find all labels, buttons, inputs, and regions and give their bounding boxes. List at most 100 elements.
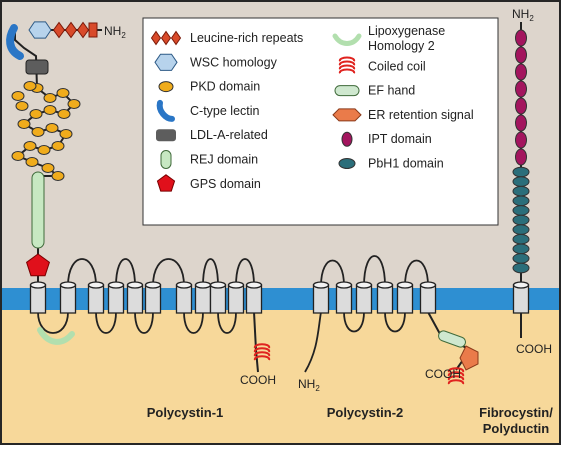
polycystin2-transmembrane-helix [419, 284, 437, 314]
polycystin2-coiled-coil [447, 367, 465, 385]
polycystin2-transmembrane-helix-top [355, 281, 373, 289]
polycystin1-transmembrane-helix [59, 284, 77, 314]
labels: NH2 NH2 NH2 COOH COOH COOH Polycystin-1 … [104, 7, 553, 436]
pbh1-domain [512, 166, 530, 178]
legend-box [142, 17, 499, 226]
c-type-lectin-domain [6, 24, 24, 60]
ef-hand-icon [334, 85, 360, 97]
pbh1-domain [512, 214, 530, 226]
pkd-domain [29, 109, 43, 119]
pbh1-domain [512, 195, 530, 207]
leucine-rich-repeat-cap [88, 22, 98, 38]
legend-label: Lipoxygenase [368, 24, 445, 38]
legend-label: LDL-A-related [190, 128, 268, 142]
ldl-a-related-domain [25, 59, 49, 75]
pkd-domain [67, 99, 81, 109]
polycystin1-transmembrane-helix [209, 284, 227, 314]
ipt-domain [515, 148, 527, 166]
leucine-rich-repeats-icon [170, 30, 182, 46]
polycystin2-transmembrane-helix-top [419, 281, 437, 289]
polycystin1-transmembrane-helix [107, 284, 125, 314]
pkd-domain [45, 123, 59, 133]
intracellular-background [0, 290, 561, 445]
wsc-homology-domain [28, 21, 52, 39]
polycystin1-transmembrane-helix [87, 284, 105, 314]
fibrocystin-transmembrane-helix [512, 284, 530, 314]
ipt-domain [515, 63, 527, 81]
pkd-domain [23, 81, 37, 91]
polycystin1-transmembrane-helix-top [209, 281, 227, 289]
legend-label: Coiled coil [368, 59, 426, 73]
pbh1-domain [512, 262, 530, 274]
cooh-label-polycystin2: COOH [425, 367, 461, 381]
polycystin1-transmembrane-helix [126, 284, 144, 314]
pbh1-domain-icon [338, 158, 356, 169]
legend-label: IPT domain [368, 132, 432, 146]
fibrocystin-transmembrane-helix-top [512, 281, 530, 289]
pkd-domain [25, 157, 39, 167]
ipt-domain [515, 29, 527, 47]
gps-domain-icon [156, 174, 176, 192]
polycystin1-transmembrane-helix-top [87, 281, 105, 289]
pkd-domain-icon [158, 81, 174, 93]
pkd-domain [56, 88, 70, 98]
polycystin1-transmembrane-helix [175, 284, 193, 314]
leucine-rich-repeats-icon [160, 30, 172, 46]
pbh1-domain [512, 205, 530, 216]
polycystin1-transmembrane-helix [144, 284, 162, 314]
pkd-domain [51, 141, 65, 151]
wsc-homology-icon [154, 53, 178, 71]
ipt-domain [515, 46, 527, 64]
polycystin2-transmembrane-helix [396, 284, 414, 314]
legend-label: GPS domain [190, 177, 261, 191]
protein-domains [6, 21, 530, 385]
leucine-rich-repeat [64, 21, 78, 39]
pkd-domain [37, 145, 51, 155]
pbh1-domain [512, 185, 530, 197]
polycystin2-transmembrane-helix-top [376, 281, 394, 289]
cooh-label-polycystin1: COOH [240, 373, 276, 387]
legend-label: C-type lectin [190, 104, 260, 118]
polycystin1-transmembrane-helix-top [29, 281, 47, 289]
polycystin1-transmembrane-helix-top [245, 281, 263, 289]
legend-label: PbH1 domain [368, 157, 444, 171]
nh2-label-polycystin1: NH2 [104, 24, 126, 40]
ipt-domain [515, 97, 527, 115]
polycystin1-transmembrane-helix-top [175, 281, 193, 289]
polycystin2-transmembrane-helix-top [396, 281, 414, 289]
polycystin1-transmembrane-helix [29, 284, 47, 314]
legend-label: EF hand [368, 84, 415, 98]
nh2-label-fibrocystin: NH2 [512, 7, 534, 23]
protein-label-fibrocystin: Fibrocystin/ [479, 405, 553, 420]
polycystin2-transmembrane-helix [355, 284, 373, 314]
pkd-domain [17, 119, 31, 129]
polycystin1-transmembrane-helix-top [126, 281, 144, 289]
polycystin2-transmembrane-helix [376, 284, 394, 314]
legend-label: ER retention signal [368, 108, 474, 122]
pbh1-domain [512, 253, 530, 264]
lipoxygenase-homology-2-domain [37, 327, 75, 345]
polycystin1-loops [37, 258, 255, 334]
er-retention-signal [459, 345, 479, 371]
ef-hand-domain [438, 330, 466, 348]
legend-label: Homology 2 [368, 39, 435, 53]
polycystin2-transmembrane-helix [312, 284, 330, 314]
polycystin2-loops [304, 255, 429, 373]
pkd-domain [11, 151, 25, 161]
polycystin2-transmembrane-helix-top [335, 281, 353, 289]
nh2-label-polycystin2: NH2 [298, 377, 320, 393]
pbh1-domain [512, 233, 530, 245]
pkd-domain [23, 141, 37, 151]
protein-label-polycystin1: Polycystin-1 [147, 405, 224, 420]
er-retention-signal-icon [332, 108, 362, 122]
gps-domain [25, 253, 51, 277]
pkd-domain [59, 129, 73, 139]
ipt-domain [515, 131, 527, 149]
polycystin1-transmembrane-helix [227, 284, 245, 314]
legend-label: PKD domain [190, 80, 260, 94]
ipt-domain-icon [341, 131, 353, 147]
